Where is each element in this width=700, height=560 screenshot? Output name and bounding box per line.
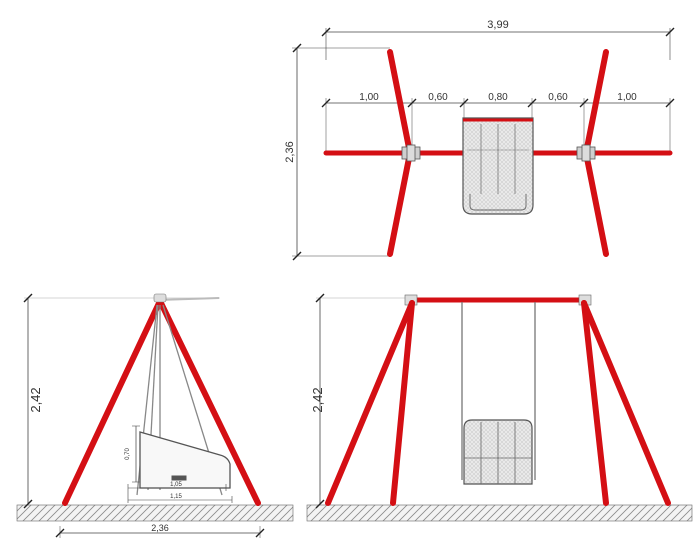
side-seat-depth-inner-label: 1,05	[170, 482, 182, 488]
plan-total-width-label: 3,99	[487, 19, 508, 31]
side-seat-height-label: 0,70	[125, 448, 131, 460]
front-seat	[463, 419, 533, 485]
side-seat	[132, 425, 231, 489]
plan-segment-1-label: 1,00	[359, 92, 379, 103]
plan-seat	[462, 117, 534, 215]
side-base-width-dimension: 2,36	[55, 523, 265, 538]
plan-view: 3,99 1,00 0,60 0,80 0,60 1,00	[284, 19, 675, 261]
plan-joint-fittings	[401, 144, 596, 162]
plan-segment-4-label: 0,60	[548, 92, 568, 103]
side-view: 2,42 0,70	[16, 293, 294, 538]
side-height-dimension: 2,42	[23, 293, 220, 509]
side-a-frame	[62, 298, 261, 506]
plan-total-width-dimension: 3,99	[321, 19, 675, 60]
plan-segment-2-label: 0,60	[428, 92, 448, 103]
front-ground	[306, 504, 693, 522]
plan-depth-label: 2,36	[284, 141, 296, 162]
front-height-dimension: 2,42	[310, 293, 420, 509]
front-legs	[325, 300, 671, 506]
front-height-label: 2,42	[310, 387, 325, 412]
plan-segment-3-label: 0,80	[488, 92, 508, 103]
plan-segment-5-label: 1,00	[617, 92, 637, 103]
side-seat-depth-outer-label: 1,15	[170, 494, 182, 500]
side-height-label: 2,42	[28, 387, 43, 412]
side-base-width-label: 2,36	[151, 523, 169, 533]
front-hangers	[461, 302, 536, 480]
plan-segment-dimensions: 1,00 0,60 0,80 0,60 1,00	[321, 92, 675, 153]
side-ground	[16, 504, 294, 522]
plan-depth-dimension: 2,36	[284, 43, 390, 261]
front-view: 2,42	[306, 293, 693, 522]
side-seat-dimensions	[127, 484, 233, 503]
front-top-beam	[404, 294, 592, 306]
